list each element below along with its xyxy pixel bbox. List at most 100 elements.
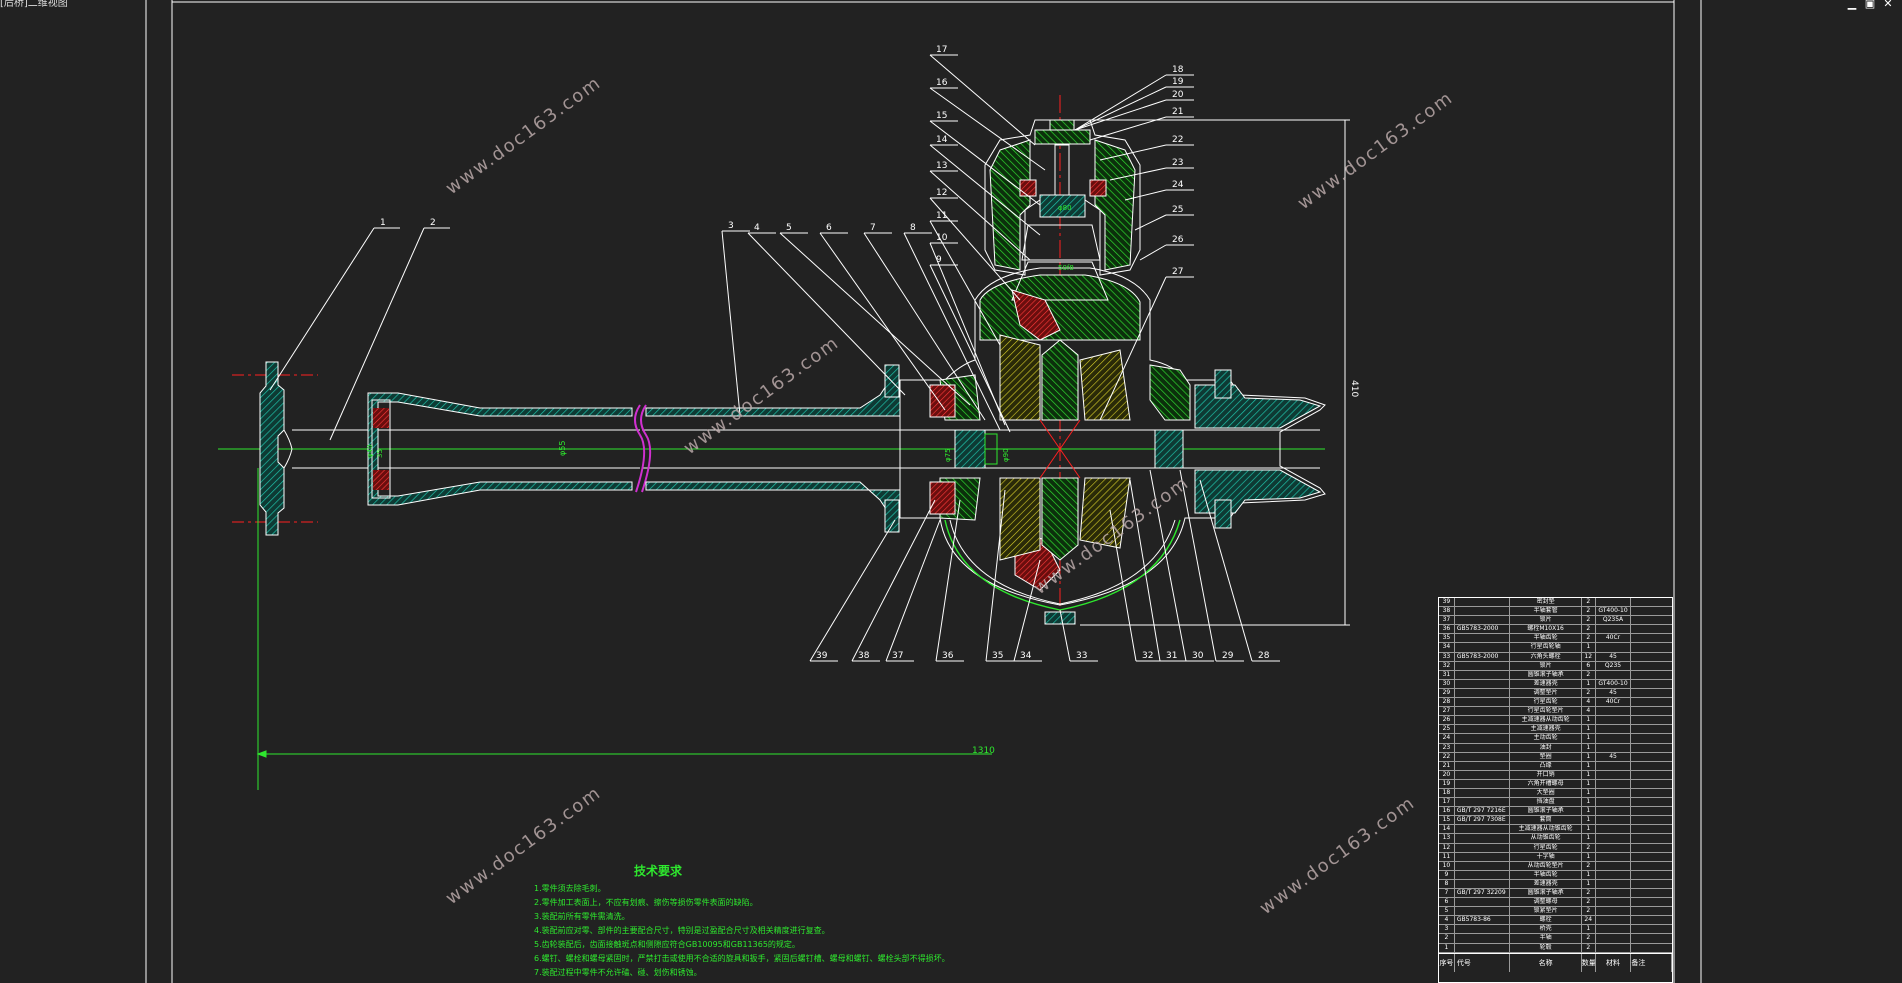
- bom-cell-code: [1455, 734, 1511, 743]
- bom-cell-qty: 2: [1582, 889, 1596, 898]
- window-controls: ▁ ▣ ✕: [1846, 0, 1894, 10]
- bom-cell-mat: [1596, 852, 1632, 861]
- bom-cell-mat: [1596, 861, 1632, 870]
- bom-cell-qty: 1: [1582, 643, 1596, 652]
- bom-cell-rem: [1631, 807, 1672, 815]
- bom-cell-code: [1455, 643, 1511, 652]
- part-number-label: 31: [1166, 651, 1177, 661]
- bom-cell-rem: [1631, 898, 1672, 906]
- bom-cell-mat: [1596, 834, 1632, 843]
- bom-cell-name: 垫圈: [1510, 752, 1582, 761]
- tech-requirement-item: 7.装配过程中零件不允许磕、碰、划伤和锈蚀。: [534, 968, 702, 977]
- bom-cell-mat: 45: [1596, 652, 1632, 661]
- bom-cell-rem: [1631, 925, 1672, 933]
- bom-cell-rem: [1631, 916, 1672, 924]
- bom-cell-mat: [1596, 816, 1632, 825]
- bom-cell-qty: 4: [1582, 698, 1596, 707]
- leader-line: [1109, 509, 1137, 662]
- bom-cell-name: 密封垫: [1510, 598, 1582, 607]
- bom-cell-rem: [1631, 825, 1672, 833]
- bom-cell-rem: [1631, 844, 1672, 852]
- leader-line: [929, 197, 1021, 301]
- bom-cell-rem: [1631, 907, 1672, 915]
- bom-cell-mat: [1596, 870, 1632, 879]
- part-number-label: 14: [936, 135, 948, 145]
- bom-cell-no: 38: [1439, 607, 1455, 616]
- bom-cell-name: 大垫圈: [1510, 788, 1582, 798]
- bom-cell-mat: [1596, 898, 1632, 907]
- bom-cell-name: 差速器壳: [1510, 679, 1582, 688]
- inner-dimension-labels: φ40 35 φ75 φ90 φ80 50f8: [366, 204, 1074, 462]
- bom-cell-rem: [1631, 834, 1672, 842]
- bom-cell-no: 24: [1439, 734, 1455, 743]
- bom-cell-code: [1455, 616, 1511, 625]
- bom-cell-name: 六角头螺栓: [1510, 652, 1582, 661]
- bom-cell-qty: 2: [1582, 934, 1596, 943]
- bom-cell-code: [1455, 688, 1511, 698]
- bom-cell-name: 半轴套管: [1510, 607, 1582, 616]
- window-title: [后桥]二维视图: [0, 0, 68, 9]
- bom-cell-name: 半轴齿轮: [1510, 870, 1582, 879]
- pinion-housing: [984, 119, 1141, 301]
- axle-housing-left: [367, 379, 901, 516]
- bom-cell-name: 圆锥滚子轴承: [1510, 807, 1582, 816]
- bom-cell-no: 10: [1439, 861, 1455, 870]
- bom-cell-mat: [1596, 598, 1632, 607]
- bom-cell-mat: [1596, 743, 1632, 752]
- bom-cell-rem: [1631, 716, 1672, 724]
- leader-line: [1199, 479, 1253, 662]
- bom-cell-code: [1455, 761, 1511, 770]
- close-button[interactable]: ✕: [1883, 0, 1893, 10]
- bom-header-cell: 代号: [1455, 953, 1511, 972]
- bom-cell-code: [1455, 679, 1511, 688]
- bom-cell-rem: [1631, 789, 1672, 797]
- bom-cell-no: 1: [1439, 943, 1455, 952]
- part-number-label: 30: [1192, 651, 1204, 661]
- part-number-label: 26: [1172, 235, 1184, 245]
- bom-cell-qty: 1: [1582, 734, 1596, 743]
- bom-cell-name: 锁片: [1510, 661, 1582, 670]
- bom-cell-name: 圆锥滚子轴承: [1510, 889, 1582, 898]
- leader-line: [851, 499, 936, 662]
- bom-cell-rem: [1631, 671, 1672, 679]
- part-number-label: 1: [380, 218, 386, 228]
- bom-cell-rem: [1631, 698, 1672, 706]
- bom-cell-name: 桥壳: [1510, 925, 1582, 934]
- tech-requirement-item: 1.零件须去除毛刺。: [534, 884, 606, 893]
- bom-header-cell: 序号: [1439, 953, 1455, 972]
- bom-cell-no: 35: [1439, 634, 1455, 643]
- bom-cell-qty: 1: [1582, 743, 1596, 752]
- bom-cell-rem: [1631, 689, 1672, 697]
- bom-cell-no: 20: [1439, 770, 1455, 779]
- part-number-label: 32: [1142, 651, 1153, 661]
- bom-cell-rem: [1631, 616, 1672, 624]
- bom-cell-qty: 1: [1582, 798, 1596, 807]
- bom-cell-no: 17: [1439, 798, 1455, 807]
- bom-cell-rem: [1631, 816, 1672, 824]
- bom-cell-name: 从动锥齿轮: [1510, 834, 1582, 843]
- bom-cell-no: 6: [1439, 898, 1455, 907]
- bom-cell-no: 7: [1439, 889, 1455, 898]
- bom-cell-rem: [1631, 734, 1672, 742]
- maximize-button[interactable]: ▣: [1864, 0, 1876, 10]
- bom-cell-no: 22: [1439, 752, 1455, 761]
- bom-cell-mat: [1596, 825, 1632, 834]
- bom-cell-code: [1455, 634, 1511, 643]
- bom-cell-qty: 1: [1582, 825, 1596, 834]
- bom-cell-mat: [1596, 943, 1632, 952]
- bom-cell-qty: 1: [1582, 716, 1596, 725]
- tech-requirements-list: 1.零件须去除毛刺。 2.零件加工表面上，不应有划痕、擦伤等损伤零件表面的缺陷。…: [534, 882, 950, 980]
- bom-cell-qty: 1: [1582, 679, 1596, 688]
- minimize-button[interactable]: ▁: [1847, 0, 1857, 10]
- bom-cell-name: 六角开槽螺母: [1510, 779, 1582, 788]
